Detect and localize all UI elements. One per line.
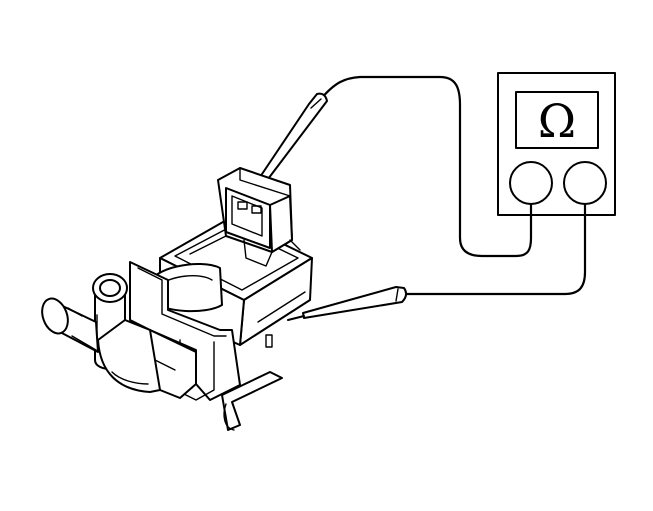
meter-jack-right [563,161,607,205]
horizontal-port-opening [41,297,69,335]
mounting-tab [221,371,283,431]
connector-terminal-1 [237,201,248,210]
upper-test-lead-wire [318,75,533,258]
meter-jack-left [509,161,553,205]
ohmmeter: Ω [497,72,616,216]
lower-test-probe [287,286,408,321]
side-slot [265,334,273,348]
solenoid-valve [41,167,313,431]
connector-terminal-2 [251,205,262,214]
ohmmeter-display [515,91,599,149]
ohm-symbol: Ω [538,94,576,148]
lower-test-lead-wire [402,202,587,296]
